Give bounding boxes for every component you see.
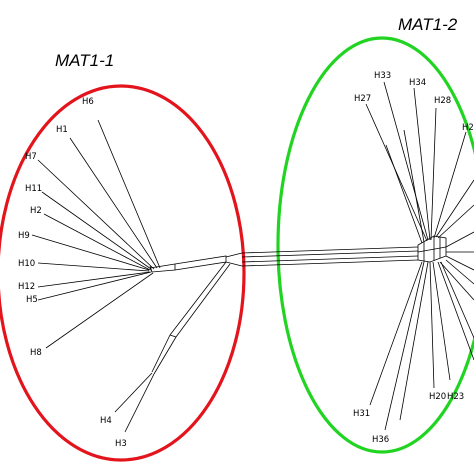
mat1-2-label: MAT1-2 xyxy=(398,15,458,34)
leaf-label: H1 xyxy=(56,125,68,135)
leaf-label: H9 xyxy=(18,231,30,241)
leaf-label: H6 xyxy=(82,97,94,107)
leaf-label: H31 xyxy=(353,409,370,419)
leaf-label: H7 xyxy=(25,152,37,162)
leaf-label: H11 xyxy=(25,184,42,194)
leaf-label: H3 xyxy=(115,439,127,449)
leaf-label: H27 xyxy=(354,94,371,104)
leaf-label: H23 xyxy=(447,392,464,402)
mat1-1-label: MAT1-1 xyxy=(55,51,114,70)
leaf-label: H28 xyxy=(434,96,451,106)
leaf-label: H10 xyxy=(18,259,35,269)
leaf-label: H36 xyxy=(372,435,389,445)
central-splits xyxy=(149,231,474,375)
leaf-label: H2 xyxy=(30,206,42,216)
mat1-1-ellipse xyxy=(0,84,246,462)
right-branches xyxy=(365,81,474,431)
left-branches xyxy=(31,119,161,433)
leaf-label: H5 xyxy=(26,295,38,305)
left-leaf-labels: H6 H1 H7 H11 H2 H9 H10 H12 H5 H8 H4 H3 xyxy=(18,97,127,449)
leaf-label: H20 xyxy=(429,392,446,402)
leaf-label: H33 xyxy=(374,71,391,81)
leaf-label: H34 xyxy=(409,78,426,88)
right-leaf-labels: H33 H34 H27 H28 H2 H31 H36 H20 H23 xyxy=(353,71,474,445)
leaf-label: H8 xyxy=(30,348,42,358)
leaf-label: H12 xyxy=(18,282,35,292)
mat1-2-ellipse xyxy=(276,36,474,454)
leaf-label: H4 xyxy=(100,416,112,426)
leaf-label: H2 xyxy=(462,123,474,133)
